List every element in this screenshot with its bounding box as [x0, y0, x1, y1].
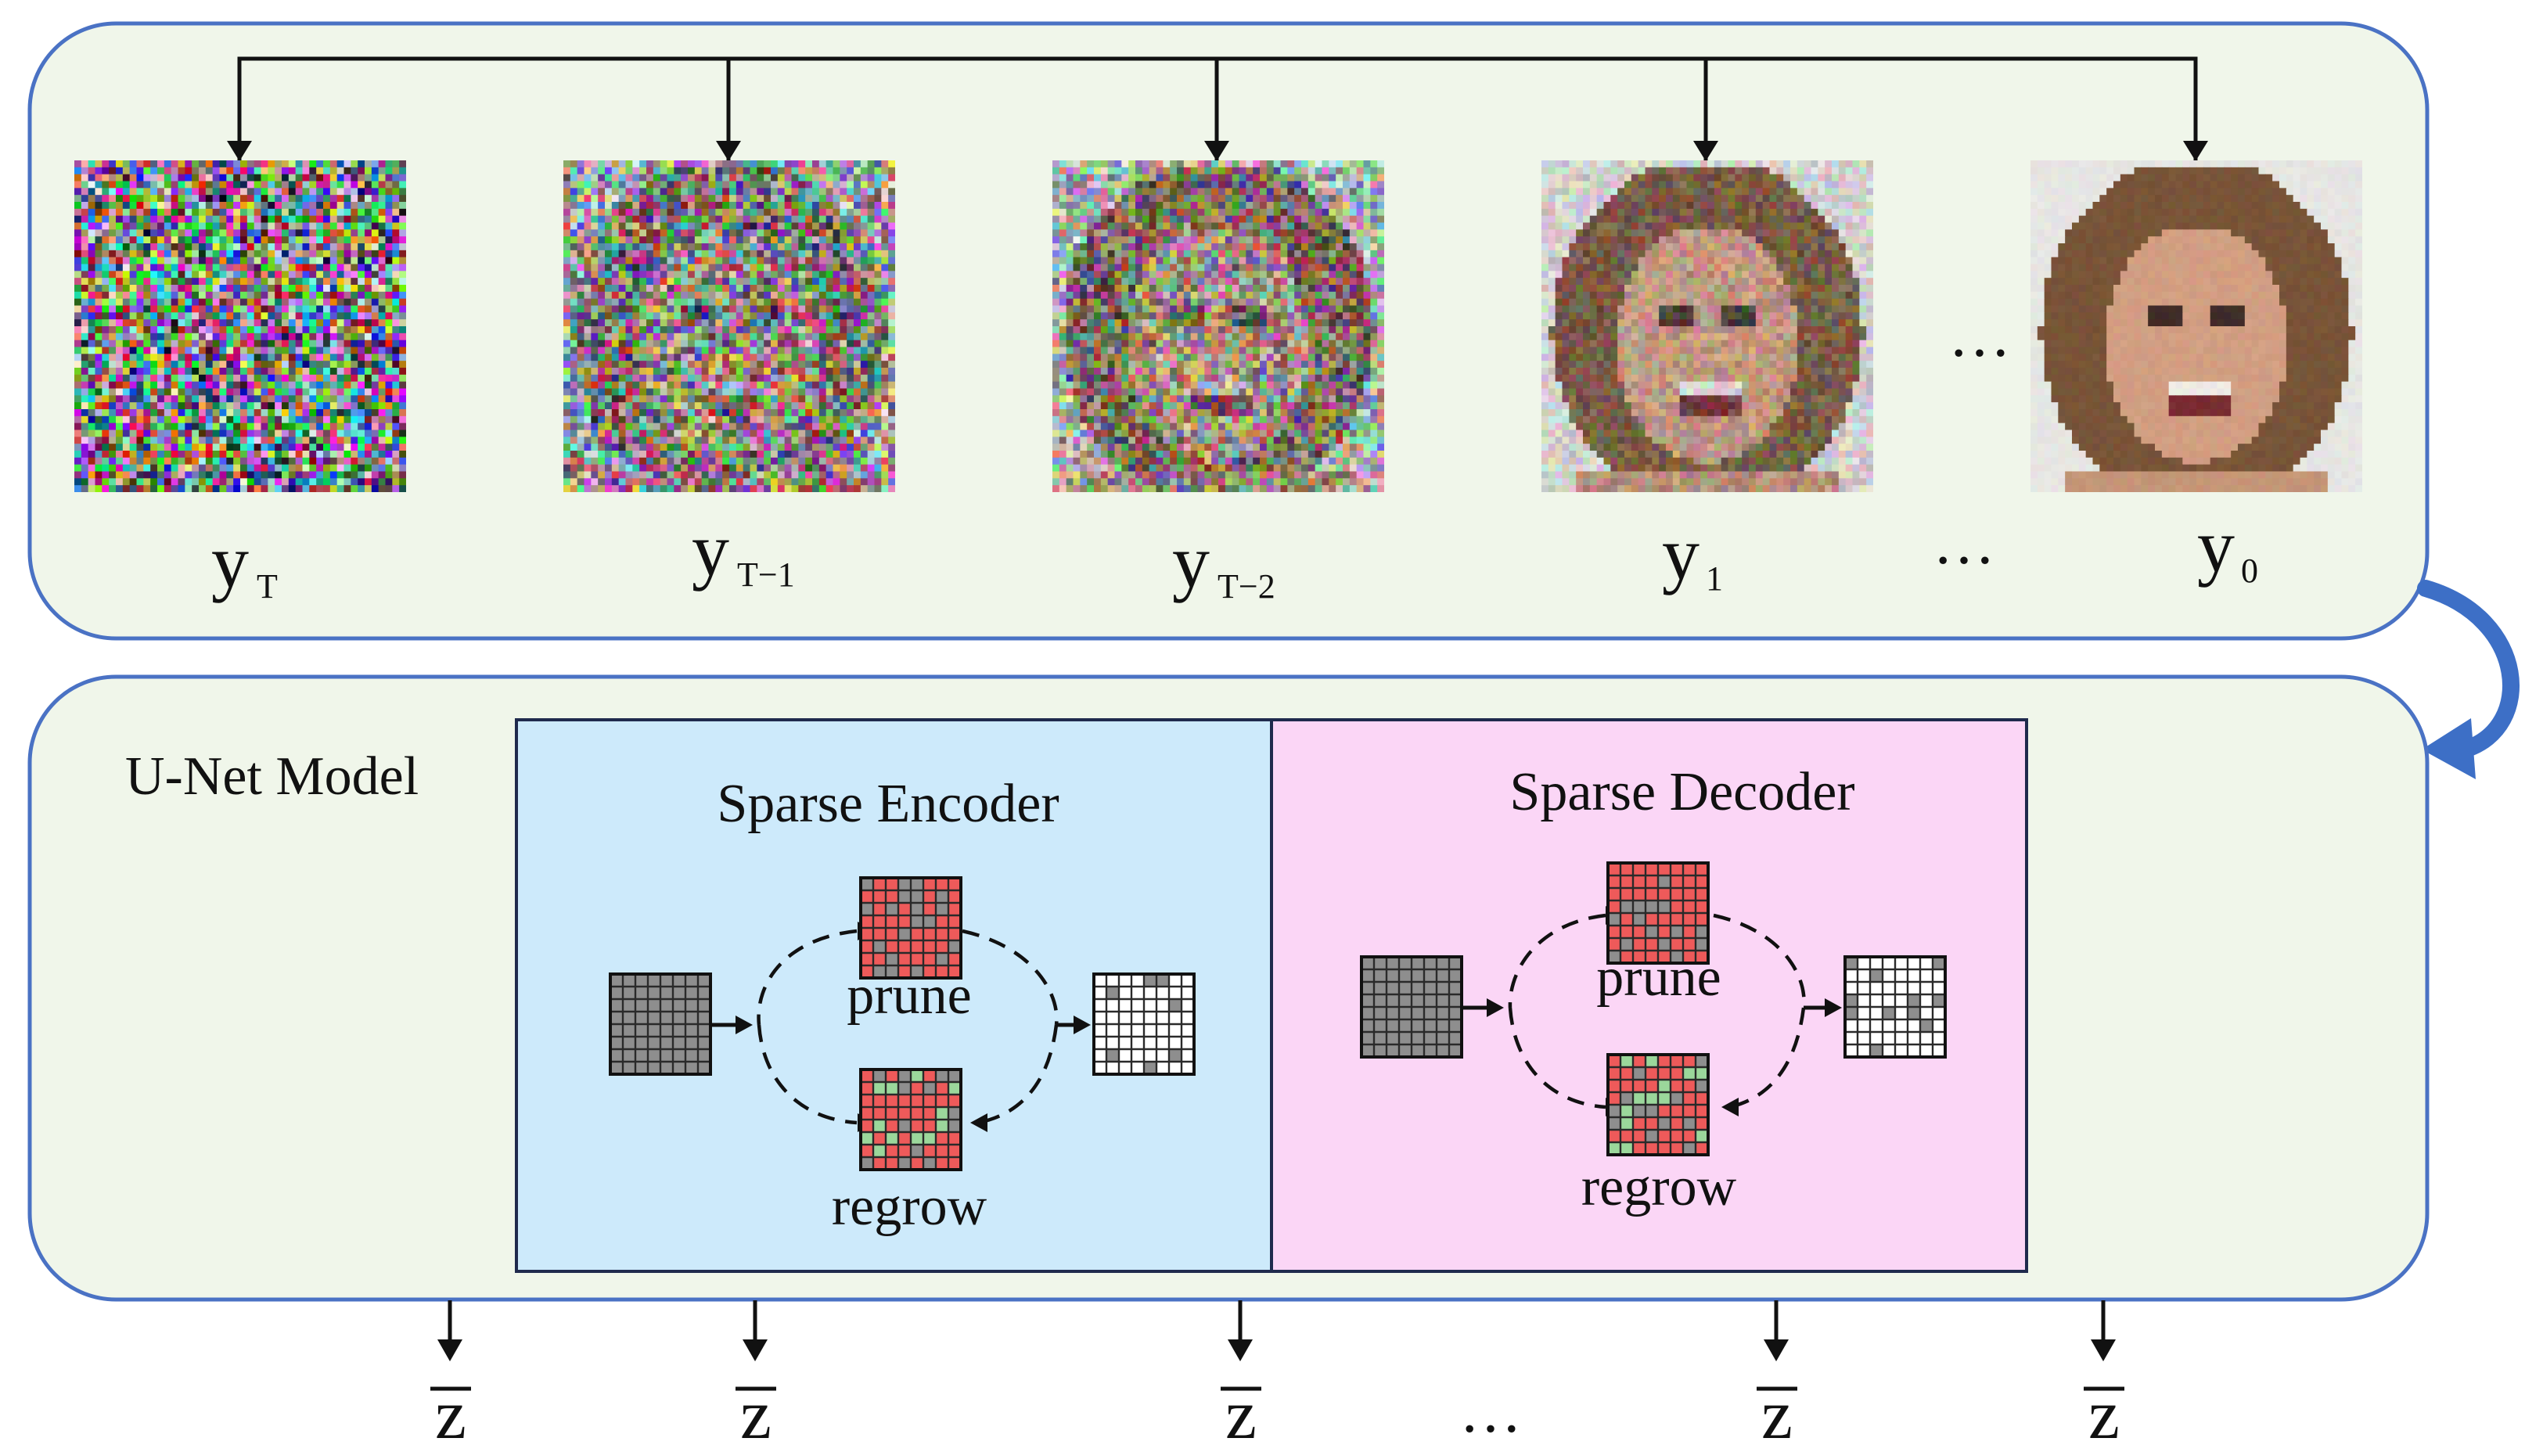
noisy-image-4	[2030, 160, 2362, 492]
output-z-1: z	[435, 1376, 466, 1454]
output-ellipsis: …	[1459, 1377, 1522, 1446]
decoder-output-grid	[1843, 955, 1947, 1059]
unet-title: U-Net Model	[125, 746, 419, 807]
output-z-3: z	[1225, 1376, 1257, 1454]
noisy-image-0	[74, 160, 406, 492]
encoder-input-grid	[609, 972, 712, 1076]
output-z-5: z	[2088, 1376, 2120, 1454]
noisy-image-2	[1052, 160, 1384, 492]
decoder-input-grid	[1360, 955, 1463, 1059]
output-symbols: z z z z z	[430, 1376, 2124, 1454]
decoder-title: Sparse Decoder	[1509, 762, 1854, 822]
decoder-prune-grid	[1606, 861, 1710, 965]
encoder-output-grid	[1092, 972, 1196, 1076]
image-row-ellipsis: …	[1948, 301, 2011, 370]
decoder-regrow-grid	[1606, 1053, 1710, 1156]
label-row-ellipsis: …	[1933, 509, 1995, 577]
encoder-prune-grid	[859, 876, 962, 980]
panel-connector-arrow	[2417, 580, 2520, 758]
output-z-4: z	[1761, 1376, 1793, 1454]
encoder-regrow-label: regrow	[832, 1177, 987, 1237]
encoder-regrow-grid	[859, 1068, 962, 1171]
broadcast-bus	[227, 56, 2208, 161]
output-arrows	[437, 1300, 2116, 1361]
decoder-regrow-label: regrow	[1581, 1157, 1737, 1217]
noisy-image-1	[563, 160, 895, 492]
encoder-title: Sparse Encoder	[717, 774, 1059, 834]
noisy-image-3	[1541, 160, 1873, 492]
output-z-2: z	[740, 1376, 772, 1454]
panel-connector-arrowhead	[2422, 718, 2476, 779]
